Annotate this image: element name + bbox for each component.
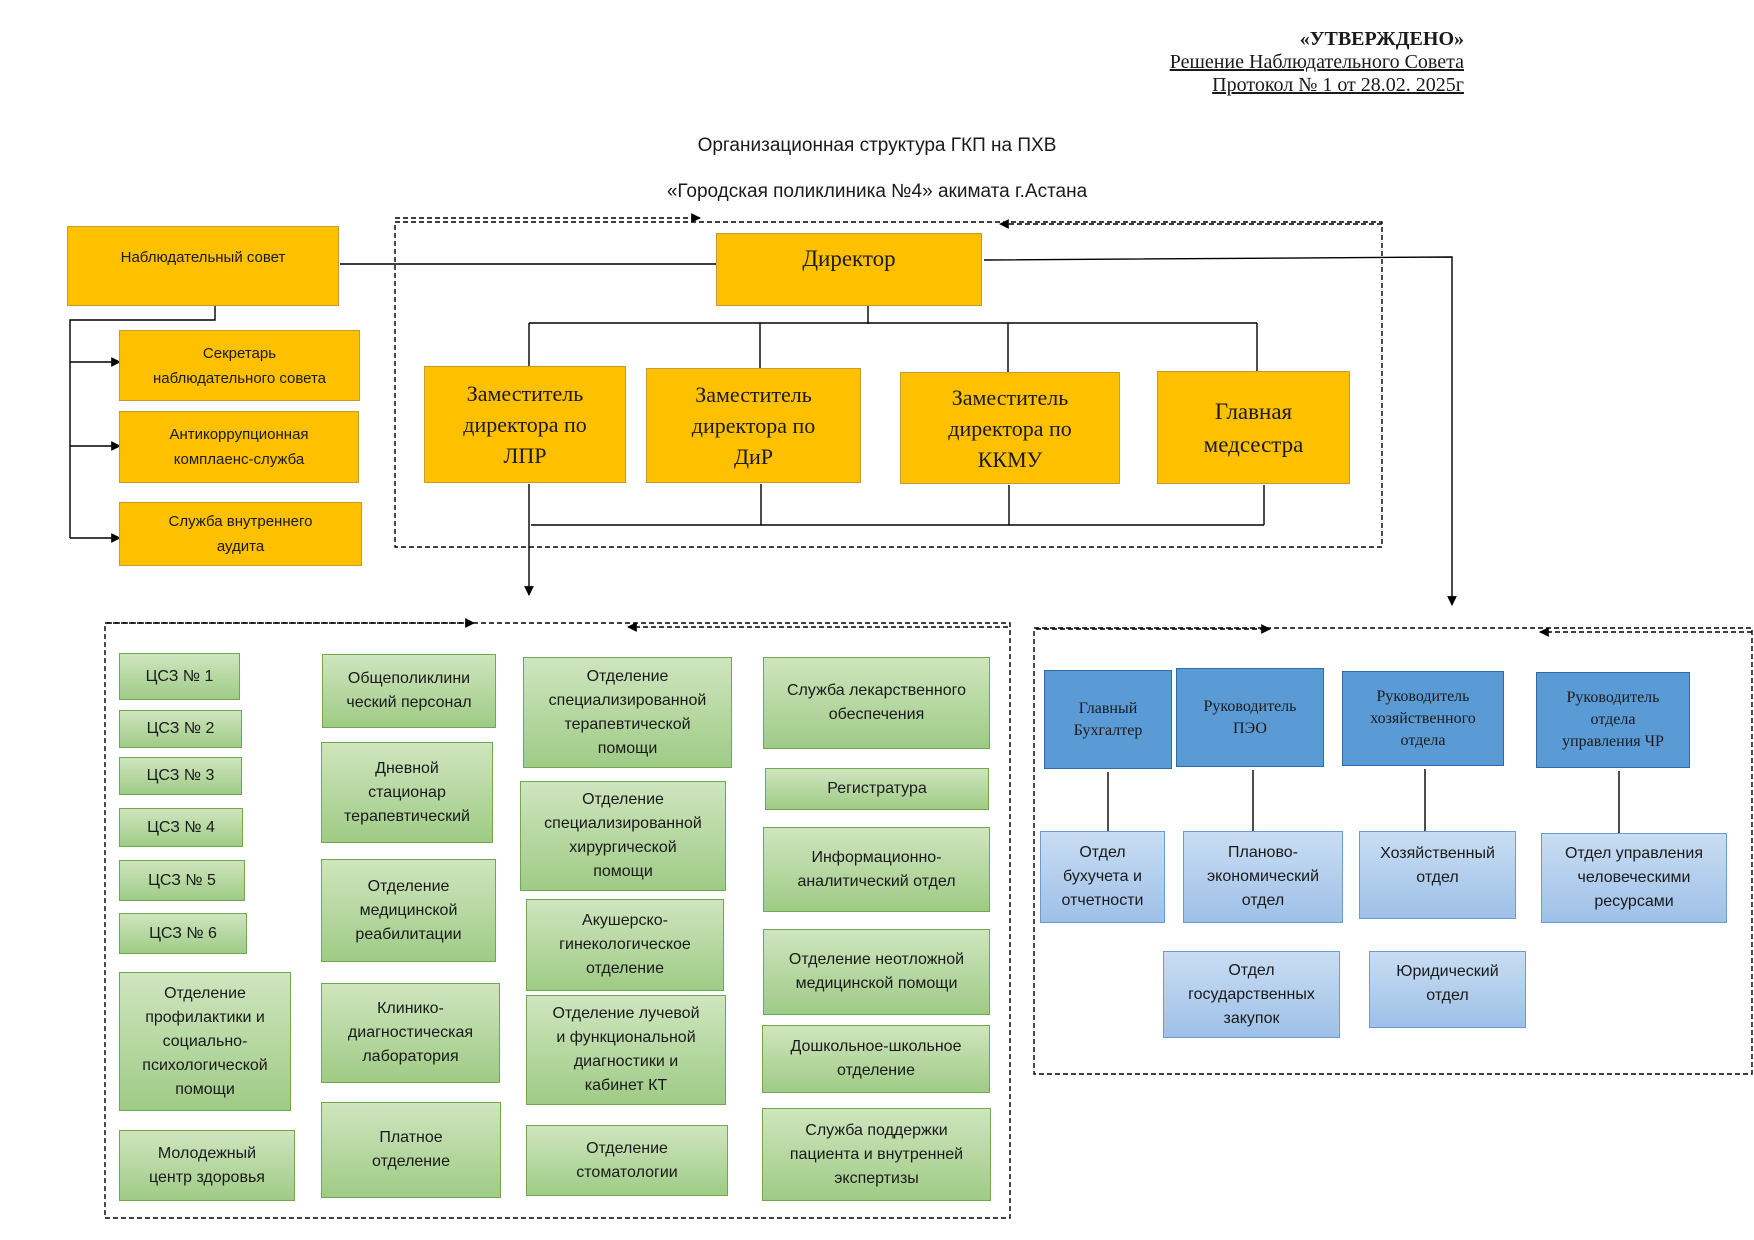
surgical-care-box: Отделение специализированной хирургическ… <box>520 781 726 891</box>
school-department-box: Дошкольное-школьное отделение <box>762 1025 990 1093</box>
household-head-box: Руководитель хозяйственного отдела <box>1342 671 1504 766</box>
general-staff-box: Общеполиклини ческий персонал <box>322 654 496 728</box>
paid-department-box: Платное отделение <box>321 1102 501 1198</box>
emergency-care-box: Отделение неотложной медицинской помощи <box>763 929 990 1015</box>
csz-3-box: ЦСЗ № 3 <box>119 757 242 795</box>
therapeutic-care-box: Отделение специализированной терапевтиче… <box>523 657 732 768</box>
chart-subtitle: «Городская поликлиника №4» акимата г.Аст… <box>666 181 1088 202</box>
chief-accountant-box: Главный Бухгалтер <box>1044 670 1172 769</box>
approval-protocol: Протокол № 1 от 28.02. 2025г <box>1212 74 1464 96</box>
clinical-laboratory-box: Клинико- диагностическая лаборатория <box>321 983 500 1083</box>
csz-4-box: ЦСЗ № 4 <box>119 808 243 847</box>
rehabilitation-department-box: Отделение медицинской реабилитации <box>321 859 496 962</box>
dashed-frame-medical <box>104 622 1011 1219</box>
youth-health-center-box: Молодежный центр здоровья <box>119 1130 295 1201</box>
csz-6-box: ЦСЗ № 6 <box>119 913 247 954</box>
patient-support-box: Служба поддержки пациента и внутренней э… <box>762 1108 991 1201</box>
dentistry-department-box: Отделение стоматологии <box>526 1125 728 1196</box>
procurement-department-box: Отдел государственных закупок <box>1163 951 1340 1038</box>
approval-heading: «УТВЕРЖДЕНО» <box>1299 28 1464 50</box>
chart-title: Организационная структура ГКП на ПХВ <box>697 135 1057 156</box>
accounting-department-box: Отдел бухучета и отчетности <box>1040 831 1165 923</box>
hr-head-box: Руководитель отдела управления ЧР <box>1536 672 1690 768</box>
head-nurse-box: Главная медсестра <box>1157 371 1350 484</box>
peo-head-box: Руководитель ПЭО <box>1176 668 1324 767</box>
deputy-dir-box: Заместитель директора по ДиР <box>646 368 861 483</box>
supervisory-board-box: Наблюдательный совет <box>67 226 339 306</box>
csz-2-box: ЦСЗ № 2 <box>119 710 242 748</box>
day-hospital-box: Дневной стационар терапевтический <box>321 742 493 843</box>
household-department-box: Хозяйственный отдел <box>1359 831 1516 919</box>
secretary-box: Секретарь наблюдательного совета <box>119 330 360 401</box>
csz-1-box: ЦСЗ № 1 <box>119 653 240 700</box>
hr-department-box: Отдел управления человеческими ресурсами <box>1541 833 1727 923</box>
internal-audit-box: Служба внутреннего аудита <box>119 502 362 566</box>
registry-box: Регистратура <box>765 768 989 810</box>
legal-department-box: Юридический отдел <box>1369 951 1526 1028</box>
director-box: Директор <box>716 233 982 306</box>
deputy-lpr-box: Заместитель директора по ЛПР <box>424 366 626 483</box>
prevention-department-box: Отделение профилактики и социально- псих… <box>119 972 291 1111</box>
gynecology-department-box: Акушерско- гинекологическое отделение <box>526 899 724 991</box>
approval-decision: Решение Наблюдательного Совета <box>1169 51 1464 73</box>
pharmacy-service-box: Служба лекарственного обеспечения <box>763 657 990 749</box>
it-analytics-box: Информационно- аналитический отдел <box>763 827 990 912</box>
planning-economic-department-box: Планово- экономический отдел <box>1183 831 1343 923</box>
csz-5-box: ЦСЗ № 5 <box>119 860 245 901</box>
radiology-department-box: Отделение лучевой и функциональной диагн… <box>526 995 726 1105</box>
approval-stamp: «УТВЕРЖДЕНО» Решение Наблюдательного Сов… <box>1170 28 1464 97</box>
dashed-frame-admin <box>1033 627 1753 1075</box>
anticorruption-box: Антикоррупционная комплаенс-служба <box>119 411 359 483</box>
deputy-kkmu-box: Заместитель директора по ККМУ <box>900 372 1120 484</box>
